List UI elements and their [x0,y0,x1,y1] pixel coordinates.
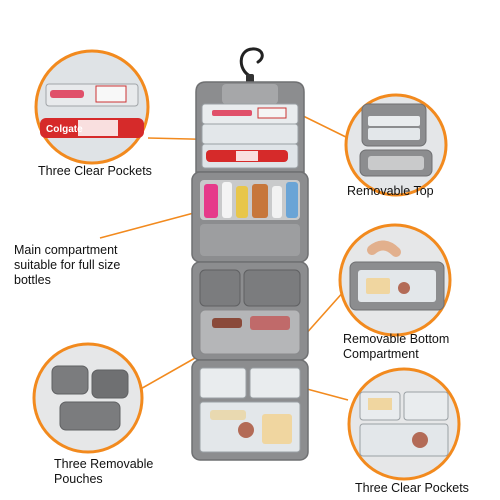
callout-text: Three Clear Pockets [355,481,469,495]
clear-pocket-bottom-2 [249,367,301,399]
leader-main-compartment [99,209,206,239]
callout-text: bottles [14,273,51,287]
callout-main-compartment: Main compartment suitable for full size … [14,243,120,288]
pouch-1 [199,269,241,307]
toothpaste-brand: Colgate [46,124,83,135]
callout-text: Three Removable [54,457,154,471]
callout-text: Compartment [343,347,419,361]
inset-removable-top [344,93,448,197]
callout-text: Three Clear Pockets [38,164,152,178]
callout-removable-bottom: Removable Bottom Compartment [343,332,449,362]
callout-removable-top: Removable Top [347,184,434,199]
inset-bottom-pockets [347,367,461,481]
callout-text: Removable Bottom [343,332,450,346]
callout-text: Removable Top [347,184,434,198]
callout-text: suitable for full size [14,258,121,272]
callout-bottom-pockets: Three Clear Pockets [355,481,469,496]
callout-top-pockets: Three Clear Pockets [38,164,152,179]
callout-text: Pouches [54,472,103,486]
inset-top-pockets: Colgate [34,49,150,165]
toiletry-bag [191,81,309,461]
inset-removable-bottom [338,223,452,337]
callout-text: Main compartment [14,243,118,257]
hook-icon [239,47,264,86]
pouch-2 [243,269,301,307]
callout-pouches: Three Removable Pouches [54,457,153,487]
clear-pocket-top-2 [201,123,299,145]
inset-pouches [32,342,144,454]
clear-pocket-bottom-1 [199,367,247,399]
